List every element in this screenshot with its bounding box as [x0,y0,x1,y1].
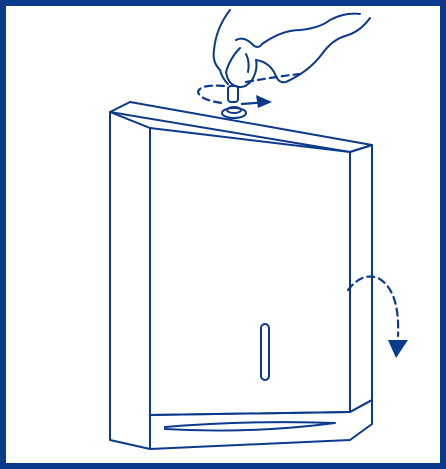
dispensing-slot-icon [164,421,336,432]
rotate-arrow-icon [196,72,302,105]
hand-turning-key-icon [212,9,371,103]
open-cover-arrowhead [388,340,408,358]
dispenser-bottom-tray [149,399,373,450]
open-cover-arrow-icon [346,275,408,358]
paper-level-window-icon [260,323,270,381]
rotate-arrowhead [256,95,272,108]
dispenser-icon [109,101,373,450]
